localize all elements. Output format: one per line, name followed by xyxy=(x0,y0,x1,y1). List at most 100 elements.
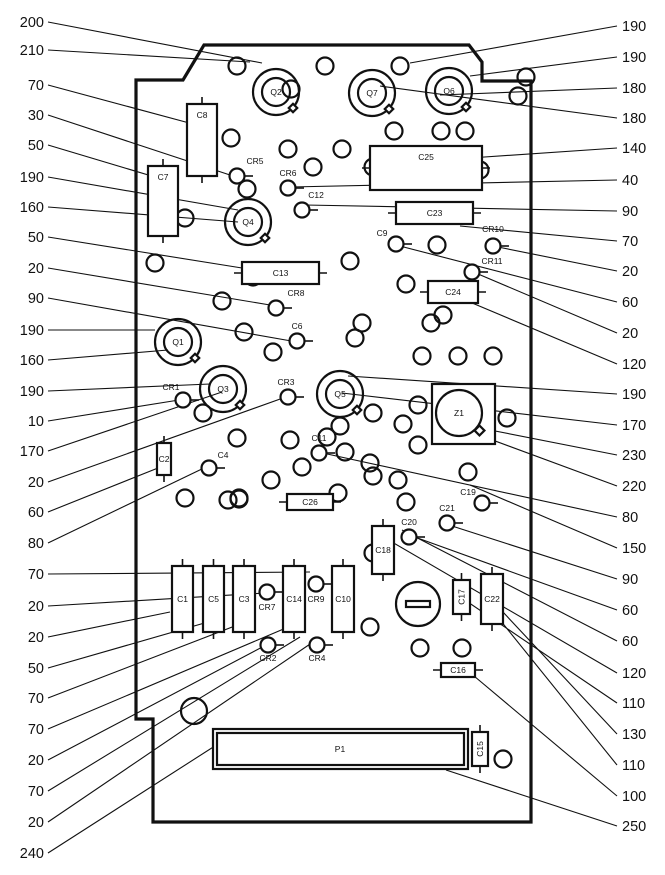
leader-line xyxy=(469,56,618,77)
leader-line xyxy=(47,236,243,269)
mounting-hole xyxy=(303,157,323,177)
callout-right: 180 xyxy=(622,111,646,127)
leader-line xyxy=(47,592,266,607)
callout-right: 90 xyxy=(622,204,638,220)
mounting-hole xyxy=(360,453,380,473)
callout-right: 40 xyxy=(622,173,638,189)
svg-text:Q2: Q2 xyxy=(270,87,282,97)
svg-text:CR2: CR2 xyxy=(259,653,276,663)
svg-text:C15: C15 xyxy=(475,741,485,757)
ic-z1: Z1 xyxy=(430,382,497,446)
callout-right: 220 xyxy=(622,479,646,495)
svg-text:C23: C23 xyxy=(427,208,443,218)
mounting-hole xyxy=(278,139,298,159)
diode-cr10: CR10 xyxy=(482,224,509,255)
callout-left: 70 xyxy=(28,78,44,94)
mounting-hole xyxy=(455,121,475,141)
svg-text:C8: C8 xyxy=(197,110,208,120)
leader-line xyxy=(47,49,251,63)
leader-line xyxy=(487,595,618,735)
capacitor-c18: C18 xyxy=(370,519,396,581)
svg-text:C14: C14 xyxy=(286,594,302,604)
mounting-hole xyxy=(218,490,238,510)
callout-right: 110 xyxy=(622,696,645,712)
svg-text:Q1: Q1 xyxy=(172,337,184,347)
mounting-hole xyxy=(227,56,247,76)
diode-cr5: CR5 xyxy=(228,156,264,185)
leader-line xyxy=(47,643,269,761)
callout-left: 190 xyxy=(20,384,44,400)
callout-right: 90 xyxy=(622,572,638,588)
capacitor-c19: C19 xyxy=(460,487,498,512)
callout-left: 20 xyxy=(28,261,44,277)
diode-cr8: CR8 xyxy=(267,288,305,317)
callout-left: 50 xyxy=(28,138,44,154)
svg-text:CR4: CR4 xyxy=(308,653,325,663)
callout-left: 70 xyxy=(28,722,44,738)
connector-p1: P1 xyxy=(211,727,470,771)
callout-left: 20 xyxy=(28,599,44,615)
callout-right: 120 xyxy=(622,357,646,373)
capacitor-c8: C8 xyxy=(185,97,219,183)
leader-line xyxy=(469,484,618,549)
mounting-hole xyxy=(412,346,432,366)
svg-text:CR1: CR1 xyxy=(162,382,179,392)
leader-line xyxy=(409,25,618,64)
mounting-hole xyxy=(360,617,380,637)
diode-cr2: CR2 xyxy=(259,636,284,663)
callout-right: 20 xyxy=(622,264,638,280)
leader-line xyxy=(47,206,239,223)
leader-line xyxy=(391,243,618,303)
callout-left: 20 xyxy=(28,475,44,491)
callout-left: 200 xyxy=(20,15,44,31)
leader-line xyxy=(464,299,618,365)
svg-text:CR11: CR11 xyxy=(481,256,502,266)
leader-line xyxy=(47,84,194,125)
mounting-hole xyxy=(410,638,430,658)
callout-left: 240 xyxy=(20,846,44,862)
mounting-hole xyxy=(212,291,232,311)
mounting-hole xyxy=(193,403,213,423)
callout-right: 170 xyxy=(622,418,646,434)
transistor-q2: Q2 xyxy=(251,67,301,117)
mounting-hole xyxy=(421,313,441,333)
callout-right: 80 xyxy=(622,510,638,526)
svg-text:CR3: CR3 xyxy=(277,377,294,387)
mounting-hole xyxy=(145,253,165,273)
leader-line xyxy=(47,623,241,699)
callout-right: 150 xyxy=(622,541,646,557)
capacitor-c15: C15 xyxy=(470,725,490,773)
mounting-hole xyxy=(227,428,247,448)
capacitor-c13: C13 xyxy=(234,260,327,286)
leader-line xyxy=(317,451,618,518)
leader-line xyxy=(459,225,618,242)
leader-line xyxy=(379,85,618,119)
svg-text:C24: C24 xyxy=(445,287,461,297)
svg-text:C17: C17 xyxy=(457,589,467,605)
diode-cr11: CR11 xyxy=(463,256,503,281)
leader-line xyxy=(411,535,618,611)
leader-line xyxy=(47,734,233,854)
leader-line xyxy=(47,636,301,792)
capacitor-c12: C12 xyxy=(293,190,324,219)
callout-left: 50 xyxy=(28,230,44,246)
capacitor-c21: C21 xyxy=(438,503,463,532)
svg-text:C4: C4 xyxy=(218,450,229,460)
diode-cr3: CR3 xyxy=(277,377,304,406)
svg-text:C5: C5 xyxy=(208,594,219,604)
leader-line xyxy=(439,87,618,96)
mounting-hole xyxy=(335,442,355,462)
mounting-hole xyxy=(390,56,410,76)
callout-right: 130 xyxy=(622,727,646,743)
capacitor-c6: C6 xyxy=(288,321,313,350)
board-outline xyxy=(134,43,533,824)
capacitor-c10: C10 xyxy=(330,559,356,639)
callout-left: 20 xyxy=(28,815,44,831)
leader-line xyxy=(47,624,294,730)
capacitor-c14: C14 xyxy=(281,559,307,639)
leader-line xyxy=(47,397,284,483)
mounting-hole xyxy=(363,466,383,486)
capacitor-c5: C5 xyxy=(201,559,226,639)
callout-left: 20 xyxy=(28,753,44,769)
